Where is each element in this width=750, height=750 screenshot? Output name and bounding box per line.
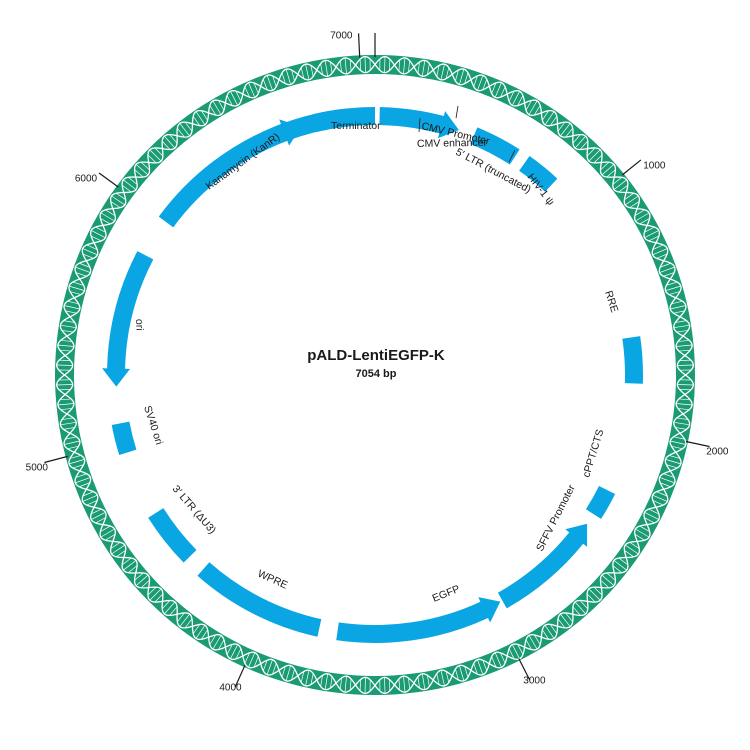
tick-label: 5000 xyxy=(26,463,49,474)
feature-cmv-promoter[interactable] xyxy=(379,107,459,139)
feature-ltr3[interactable] xyxy=(148,508,197,563)
tick-mark xyxy=(621,159,642,176)
label-wpre: WPRE xyxy=(256,568,290,592)
leader-cmv-enhancer xyxy=(455,105,459,119)
dna-backbone xyxy=(54,55,695,695)
feature-wpre[interactable] xyxy=(197,562,322,637)
helix-strand-b xyxy=(56,56,694,694)
plasmid-title: pALD-LentiEGFP-K 7054 bp xyxy=(307,347,445,380)
plasmid-name: pALD-LentiEGFP-K xyxy=(307,347,445,364)
feature-sffv[interactable] xyxy=(497,523,588,609)
plasmid-size: 7054 bp xyxy=(356,368,397,380)
tick-mark xyxy=(518,658,531,681)
feature-sv40[interactable] xyxy=(111,421,137,456)
tick-mark xyxy=(685,440,710,448)
label-cppt: cPPT/CTS xyxy=(580,428,606,479)
tick-label: 2000 xyxy=(706,447,729,458)
leader-cmv-promoter xyxy=(418,117,421,133)
feature-cppt[interactable] xyxy=(585,486,616,519)
feature-terminator[interactable] xyxy=(312,108,350,132)
label-sv40: SV40 ori xyxy=(141,404,165,446)
feature-rre[interactable] xyxy=(622,336,643,384)
tick-mark xyxy=(357,33,361,58)
leader-ltr5 xyxy=(508,149,516,163)
feature-hiv-psi[interactable] xyxy=(519,156,558,192)
tick-mark xyxy=(44,455,68,464)
feature-kanr[interactable] xyxy=(158,119,302,228)
tick-label: 4000 xyxy=(219,682,242,693)
feature-track xyxy=(102,107,643,644)
tick-label: 7000 xyxy=(330,30,353,41)
helix-rungs xyxy=(56,56,694,694)
position-ticks: 1000 2000 3000 4000 5000 6000 7000 xyxy=(26,30,729,693)
label-egfp: EGFP xyxy=(431,583,462,605)
label-ori: ori xyxy=(133,319,145,331)
feature-egfp[interactable] xyxy=(336,597,501,644)
tick-label: 3000 xyxy=(523,676,546,687)
tick-mark xyxy=(234,664,246,688)
label-terminator: Terminator xyxy=(331,120,381,132)
label-rre: RRE xyxy=(602,289,620,314)
feature-ltr5[interactable] xyxy=(470,127,520,165)
tick-label: 1000 xyxy=(643,161,666,172)
tick-mark xyxy=(98,172,119,188)
feature-ori[interactable] xyxy=(102,251,154,387)
tick-label: 6000 xyxy=(75,174,98,185)
label-cmv-enhancer: CMV enhancer xyxy=(417,137,488,150)
